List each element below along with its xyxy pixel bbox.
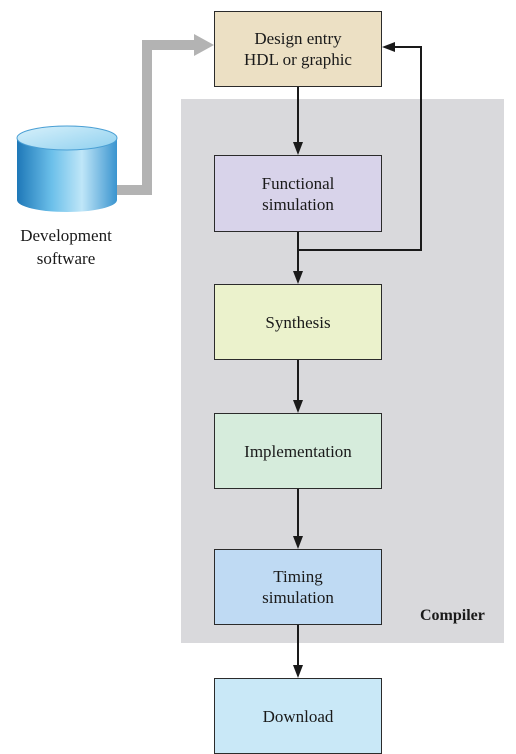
implementation-box: Implementation	[214, 413, 382, 489]
feedback-loop-arrow	[298, 46, 422, 251]
timing-simulation-box: Timing simulation	[214, 549, 382, 625]
arrowhead-synthesis	[293, 271, 303, 284]
development-software-line2: software	[36, 249, 96, 268]
timing-simulation-line1: Timing	[273, 567, 323, 586]
arrowhead-download	[293, 665, 303, 678]
synthesis-label: Synthesis	[265, 312, 331, 332]
arrowhead-implementation	[293, 400, 303, 413]
development-software-label: Development software	[2, 224, 130, 270]
arrowhead-functional	[293, 142, 303, 155]
design-entry-line1: Design entry	[254, 29, 342, 48]
synthesis-box: Synthesis	[214, 284, 382, 360]
functional-simulation-line2: simulation	[262, 194, 334, 214]
download-box: Download	[214, 678, 382, 754]
functional-simulation-line1: Functional	[261, 173, 335, 193]
design-entry-box: Design entry HDL or graphic	[214, 11, 382, 87]
design-entry-line2: HDL or graphic	[244, 50, 352, 69]
timing-simulation-line2: simulation	[262, 588, 334, 607]
arrowhead-timing	[293, 536, 303, 549]
arrowhead-feedback	[382, 42, 395, 52]
implementation-label: Implementation	[244, 441, 352, 461]
compiler-label: Compiler	[420, 607, 485, 624]
software-to-design-arrow	[116, 34, 214, 195]
functional-simulation-box: Functional simulation	[214, 155, 382, 232]
download-label: Download	[262, 706, 334, 726]
database-icon	[16, 125, 118, 212]
development-software-line1: Development	[20, 226, 112, 245]
